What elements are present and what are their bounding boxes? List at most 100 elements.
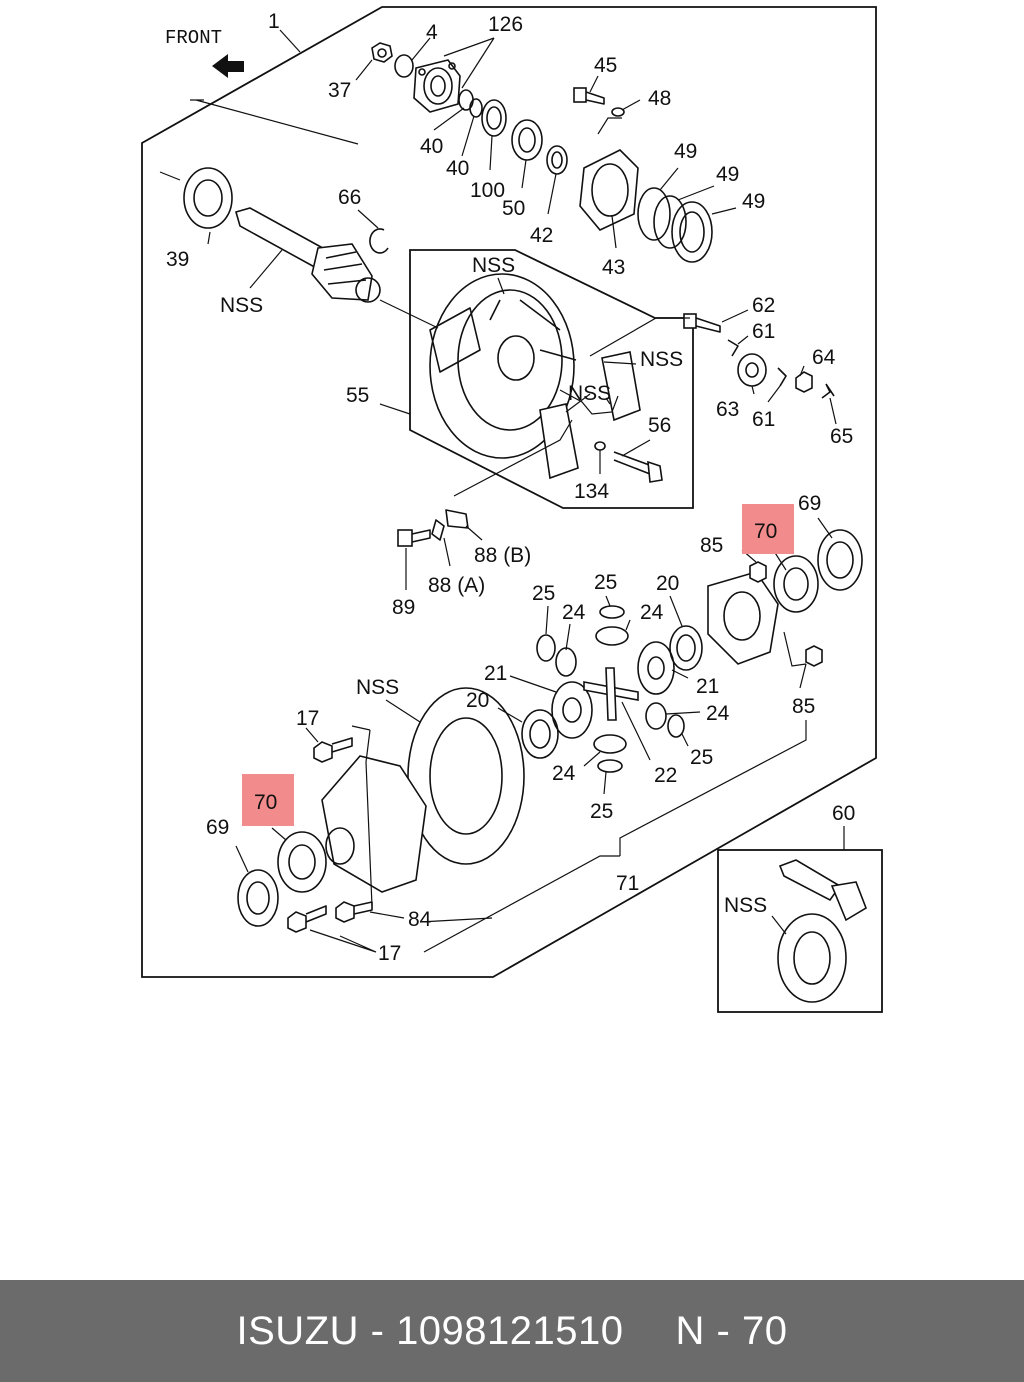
callout-45: 45 [594, 54, 617, 77]
snap-ring-66 [369, 228, 389, 254]
bearing-50 [511, 119, 543, 161]
callout-4: 4 [426, 21, 438, 44]
callout-89: 89 [392, 596, 415, 619]
callout-60: 60 [832, 802, 855, 825]
bolt-84 [335, 901, 373, 923]
companion-flange-126 [413, 59, 461, 113]
callout-49a: 49 [674, 140, 697, 163]
callout-17a: 17 [296, 707, 319, 730]
callout-nss-inset: NSS [724, 894, 767, 917]
pinion-gear-24a [555, 647, 577, 677]
bolt-45 [573, 87, 605, 105]
footer-separator-1: - [370, 1308, 385, 1353]
bearing-70-left [277, 831, 327, 893]
callout-61b: 61 [752, 408, 775, 431]
callout-nss-cap-upper: NSS [640, 348, 683, 371]
callout-25a: 25 [532, 582, 555, 605]
callout-25c: 25 [690, 746, 713, 769]
callout-66: 66 [338, 186, 361, 209]
pinion-gear-24b [595, 626, 629, 646]
assembly-frame [141, 6, 877, 978]
bearing-retainer-43 [579, 149, 639, 231]
bearing-cap-upper [601, 351, 641, 422]
callout-134: 134 [574, 480, 609, 503]
callout-24a: 24 [562, 601, 586, 624]
callout-nss-cap-lower: NSS [568, 382, 611, 405]
bolt-56 [613, 451, 663, 483]
part-number: 1098121510 [396, 1308, 624, 1353]
washer-134 [594, 441, 606, 451]
adjust-nut-63 [737, 353, 767, 387]
bolt-89 [397, 529, 431, 547]
callout-nss-ring: NSS [356, 676, 399, 699]
cross-shaft-22 [583, 667, 639, 721]
washer-40a [458, 89, 474, 111]
callout-70-lower: 70 [254, 791, 277, 814]
differential-carrier-55 [429, 273, 577, 459]
callout-43: 43 [602, 256, 625, 279]
callout-40a: 40 [420, 135, 443, 158]
case-half-right [707, 571, 779, 665]
callout-49c: 49 [742, 190, 765, 213]
callout-100: 100 [470, 179, 505, 202]
oil-seal-100 [481, 99, 507, 137]
callout-49b: 49 [716, 163, 739, 186]
thrust-washer-25a [536, 634, 556, 662]
callout-85a: 85 [700, 534, 723, 557]
bolt-62 [683, 313, 721, 333]
side-gear-21b [637, 641, 675, 695]
ring-gear [407, 687, 525, 865]
callout-labels: 1 4 126 37 45 48 40 40 100 50 42 43 49 4… [166, 10, 855, 965]
callout-22: 22 [654, 764, 677, 787]
lock-61a [727, 339, 739, 357]
spacer-42 [546, 145, 568, 175]
callout-40b: 40 [446, 157, 469, 180]
cotter-pin-65 [821, 383, 835, 399]
callout-24b: 24 [640, 601, 664, 624]
diagram-ref-number: 70 [742, 1308, 788, 1353]
thrust-washer-25d [597, 759, 623, 773]
callout-62: 62 [752, 294, 775, 317]
callout-37: 37 [328, 79, 351, 102]
callout-nss-pinion: NSS [220, 294, 263, 317]
seal-ring-4 [394, 54, 414, 78]
callout-85b: 85 [792, 695, 815, 718]
front-arrow-icon [212, 54, 244, 78]
highlight-box-70-lower [242, 774, 294, 826]
callout-69b: 69 [206, 816, 229, 839]
exploded-parts-diagram: FRONT [141, 6, 883, 1013]
adjust-nut-69-left [237, 869, 279, 927]
callout-42: 42 [530, 224, 553, 247]
callout-63: 63 [716, 398, 739, 421]
thrust-washer-20a [521, 709, 559, 759]
subassembly-60-frame [717, 849, 883, 1013]
front-label: FRONT [165, 27, 222, 49]
callout-126: 126 [488, 13, 523, 36]
lock-plate-88a [431, 519, 445, 541]
diagram-ref-label: N [675, 1308, 705, 1353]
lock-61b [777, 367, 787, 387]
callout-nss-carrier: NSS [472, 254, 515, 277]
callout-25b: 25 [594, 571, 617, 594]
lock-plate-88b [445, 509, 469, 529]
drive-pinion [235, 207, 381, 303]
callout-21b: 21 [696, 675, 719, 698]
washer-40b [469, 98, 483, 118]
callout-88a: 88 (A) [428, 574, 485, 597]
adjust-nut-69-right [817, 529, 863, 591]
pinion-gear-24d [593, 734, 627, 754]
leader-lines [159, 29, 845, 953]
carrier-sub-box [409, 249, 694, 509]
callout-24d: 24 [552, 762, 576, 785]
callout-50: 50 [502, 197, 525, 220]
callout-21a: 21 [484, 662, 507, 685]
callout-64: 64 [812, 346, 836, 369]
callout-39: 39 [166, 248, 189, 271]
callout-20a: 20 [656, 572, 679, 595]
thrust-washer-25c [667, 714, 685, 738]
bearing-70-right [773, 555, 819, 613]
highlight-box-70-upper [742, 504, 794, 554]
nut-37 [371, 42, 393, 63]
callout-69a: 69 [798, 492, 821, 515]
